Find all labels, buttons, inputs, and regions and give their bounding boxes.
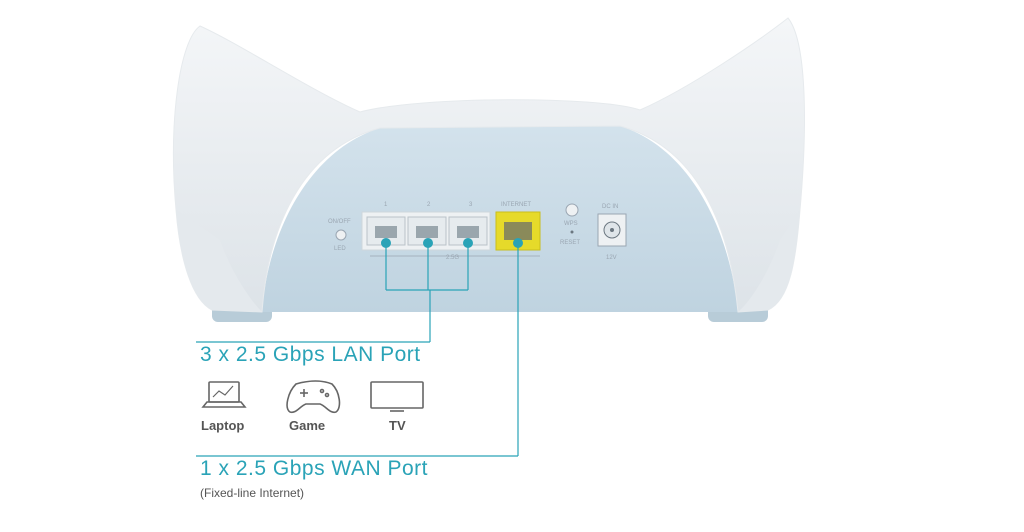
lan-plug-3 xyxy=(463,238,473,248)
port-number-2: 2 xyxy=(427,202,431,208)
wan-plug xyxy=(513,238,523,248)
device-label-tv: TV xyxy=(389,418,406,433)
router-shell-shadow-left xyxy=(176,210,262,312)
lan-port-title: 3 x 2.5 Gbps LAN Port xyxy=(200,343,421,366)
lan-plug-2 xyxy=(423,238,433,248)
dc-in-label: DC IN xyxy=(602,204,618,210)
wan-port-subtitle: (Fixed-line Internet) xyxy=(200,486,305,500)
lan-plug-1 xyxy=(381,238,391,248)
port-number-3: 3 xyxy=(469,202,473,208)
internet-label: INTERNET xyxy=(501,202,531,208)
led-label: LED xyxy=(334,246,346,252)
gamepad-icon xyxy=(286,380,341,414)
router-shell-shadow-right xyxy=(738,210,800,312)
device-label-game: Game xyxy=(289,418,326,433)
led-button xyxy=(335,229,347,241)
voltage-label: 12V xyxy=(606,255,617,261)
dc-in-pin xyxy=(610,228,614,232)
lan-port-2 xyxy=(407,216,447,246)
lan-connector xyxy=(196,246,469,343)
speed-label: 2.5G xyxy=(446,255,459,261)
wan-connector xyxy=(196,246,519,457)
reset-hole xyxy=(570,230,574,234)
onoff-label: ON/OFF xyxy=(328,219,351,225)
port-number-1: 1 xyxy=(384,202,388,208)
wps-button xyxy=(565,203,579,217)
device-label-laptop: Laptop xyxy=(201,418,245,433)
reset-label: RESET xyxy=(560,240,580,246)
tv-icon xyxy=(370,381,424,412)
wps-label: WPS xyxy=(564,221,578,227)
laptop-icon xyxy=(201,381,247,408)
wan-port-title: 1 x 2.5 Gbps WAN Port xyxy=(200,457,428,480)
